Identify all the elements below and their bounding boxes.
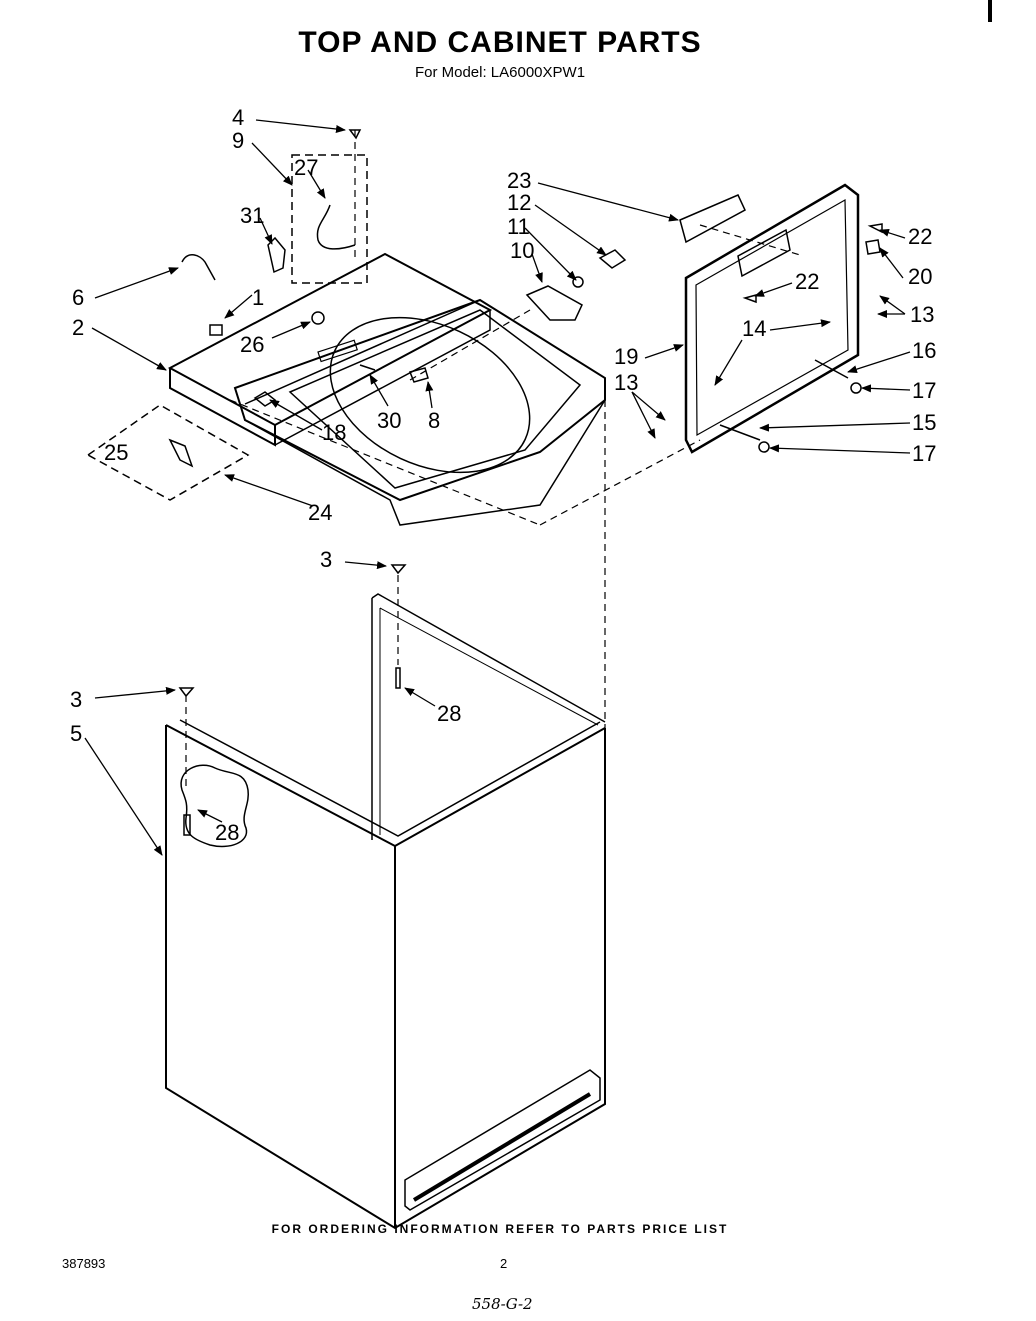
callout-4: 4 (232, 105, 244, 130)
part-17-cap-lower (758, 441, 770, 453)
callout-20: 20 (908, 264, 932, 289)
cabinet-body (165, 593, 606, 1230)
lid-frame (684, 183, 860, 454)
handwritten-code: 558-G-2 (472, 1295, 533, 1313)
callout-3-upper: 3 (320, 547, 332, 572)
callout-2: 2 (72, 315, 84, 340)
part-28-screw-lower (183, 814, 191, 836)
switch-assembly-box (86, 404, 250, 501)
part-20-bumper (865, 239, 881, 255)
callout-17-upper: 17 (912, 378, 936, 403)
callout-10: 10 (510, 238, 534, 263)
part-6-hinge (181, 254, 216, 281)
callout-22-right: 22 (908, 224, 932, 249)
part-12-connector (598, 249, 627, 269)
part-31-clip (267, 236, 286, 274)
top-panel (233, 298, 606, 526)
part-23-trim (679, 194, 746, 244)
ordering-note: FOR ORDERING INFORMATION REFER TO PARTS … (271, 1222, 729, 1236)
part-17-cap-upper (850, 382, 862, 394)
model-line: For Model: LA6000XPW1 (414, 64, 586, 81)
callout-1: 1 (252, 285, 264, 310)
scan-edge-mark (988, 0, 992, 22)
callout-24: 24 (308, 500, 332, 525)
callout-8: 8 (428, 408, 440, 433)
callout-18: 18 (322, 420, 346, 445)
callout-6: 6 (72, 285, 84, 310)
part-8-bumper (408, 367, 429, 383)
part-3-clip-upper (390, 564, 407, 575)
part-28-screw-upper (395, 667, 401, 689)
callout-28-lower: 28 (215, 820, 239, 845)
part-22-screw-lid (742, 294, 757, 304)
callout-17-lower: 17 (912, 441, 936, 466)
callout-15: 15 (912, 410, 936, 435)
document-number: 387893 (62, 1256, 106, 1271)
part-3-clip-lower (178, 687, 195, 698)
callout-11: 11 (507, 214, 530, 239)
callout-30: 30 (377, 408, 401, 433)
part-27-harness (316, 204, 356, 250)
small-parts (168, 129, 883, 836)
part-1-block (209, 324, 223, 336)
callout-14: 14 (742, 316, 766, 341)
callout-25: 25 (104, 440, 128, 465)
callout-12: 12 (507, 190, 531, 215)
callout-27: 27 (294, 155, 318, 180)
page-number: 2 (500, 1256, 508, 1271)
console-base (167, 252, 493, 447)
callout-9: 9 (232, 128, 244, 153)
part-30-pin (359, 364, 376, 371)
part-22-screw-right (867, 223, 883, 234)
part-11-switch (572, 276, 584, 288)
callout-13-right: 13 (910, 302, 934, 327)
part-4-screw (348, 129, 362, 140)
part-15-wire (719, 424, 761, 441)
part-26-knob (311, 311, 325, 325)
callout-13-left: 13 (614, 370, 638, 395)
callout-labels: 4 9 27 31 6 1 2 26 30 8 18 25 24 23 12 1… (70, 105, 936, 845)
part-10-bracket (525, 285, 583, 321)
callout-19: 19 (614, 344, 638, 369)
callout-22-lid: 22 (795, 269, 819, 294)
callout-28-upper: 28 (437, 701, 461, 726)
part-16-wire (814, 359, 849, 379)
part-25-switch (168, 438, 194, 468)
callout-23: 23 (507, 168, 531, 193)
page-title: TOP AND CABINET PARTS (298, 26, 702, 59)
leader-lines (84, 119, 911, 856)
wiring-harness-box (291, 154, 368, 284)
callout-26: 26 (240, 332, 264, 357)
callout-31: 31 (240, 203, 264, 228)
callout-16: 16 (912, 338, 936, 363)
callout-5: 5 (70, 721, 82, 746)
callout-3-lower: 3 (70, 687, 82, 712)
